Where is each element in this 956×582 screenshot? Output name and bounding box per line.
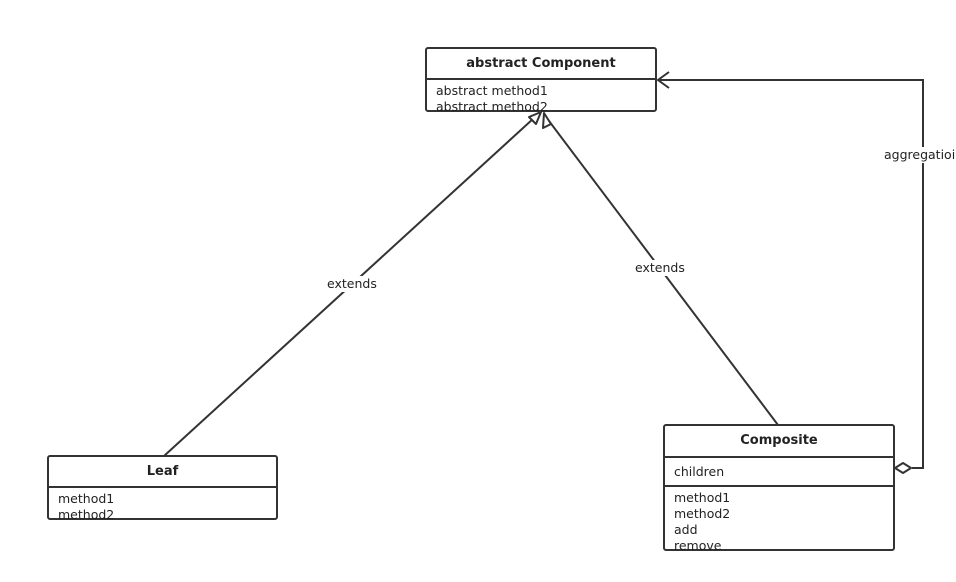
component-class-title: abstract Component bbox=[427, 49, 655, 80]
composite-extends-arrowhead bbox=[542, 112, 552, 129]
composite-class[interactable]: Composite children method1 method2 add r… bbox=[663, 424, 895, 554]
aggregation-line[interactable] bbox=[658, 79, 924, 469]
leaf-class[interactable]: Leaf method1 method2 bbox=[47, 455, 278, 523]
method-row: remove bbox=[674, 538, 722, 553]
aggregation-diamond bbox=[894, 462, 912, 474]
composite-extends-label: extends bbox=[633, 260, 687, 276]
leaf-methods: method1 method2 bbox=[49, 488, 276, 523]
leaf-extends-label: extends bbox=[325, 276, 379, 292]
aggregation-arrowhead bbox=[656, 71, 670, 89]
component-methods: abstract method1 abstract method2 bbox=[427, 80, 655, 115]
component-class[interactable]: abstract Component abstract method1 abst… bbox=[425, 47, 657, 115]
method-row: add bbox=[674, 522, 698, 537]
composite-methods: method1 method2 add remove bbox=[665, 487, 893, 554]
method-row: method1 bbox=[58, 491, 115, 506]
aggregation-label: aggregatioi bbox=[882, 147, 956, 163]
method-row: abstract method1 bbox=[436, 83, 548, 98]
method-row: abstract method2 bbox=[436, 99, 548, 114]
leaf-class-title: Leaf bbox=[49, 457, 276, 488]
method-row: method1 bbox=[674, 490, 731, 505]
composite-attributes: children bbox=[665, 458, 893, 487]
attribute-row: children bbox=[674, 464, 725, 479]
method-row: method2 bbox=[58, 507, 115, 522]
method-row: method2 bbox=[674, 506, 731, 521]
leaf-extends-arrowhead bbox=[528, 111, 542, 125]
composite-class-title: Composite bbox=[665, 426, 893, 458]
